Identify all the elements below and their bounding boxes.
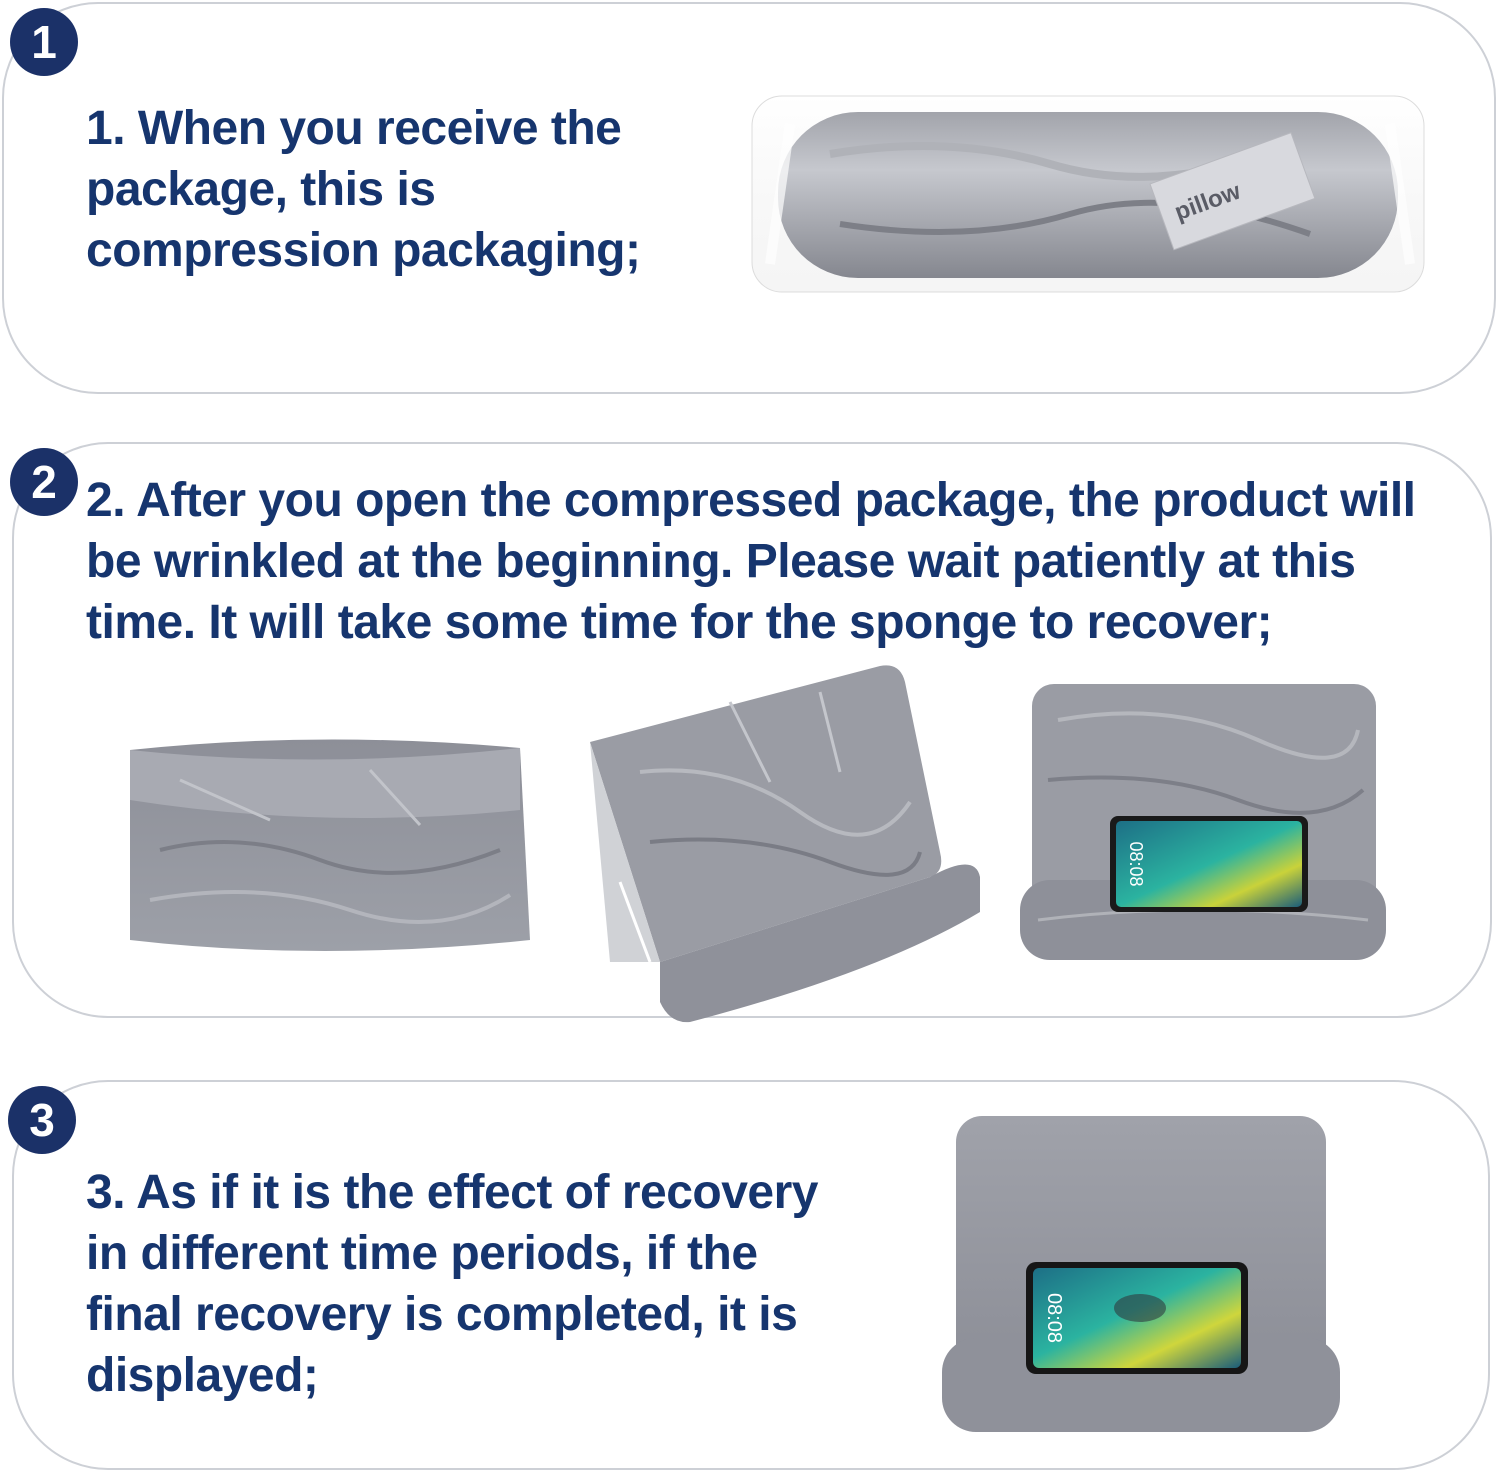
step-2-text: 2. After you open the compressed package… bbox=[86, 474, 1416, 649]
step-3-text: 3. As if it is the effect of recovery in… bbox=[86, 1166, 818, 1402]
step-3-badge: 3 bbox=[8, 1086, 76, 1154]
phone-time-text-small: 08:08 bbox=[1126, 841, 1146, 886]
wrinkled-pillow-folded-svg bbox=[130, 739, 530, 951]
step-1-badge: 1 bbox=[10, 8, 78, 76]
recovered-pillow-phone-image: 08:08 bbox=[940, 1112, 1340, 1434]
recovered-pillow-svg: 08:08 bbox=[942, 1116, 1340, 1432]
wrinkled-pillow-side-image bbox=[580, 662, 985, 1024]
phone-time-text: 08:08 bbox=[1043, 1293, 1065, 1343]
compressed-roll-package-image: pillow bbox=[750, 94, 1430, 294]
wrinkled-pillow-side-svg bbox=[590, 665, 980, 1023]
wrinkled-pillow-front-svg: 08:08 bbox=[1020, 684, 1386, 960]
step-2-badge: 2 bbox=[10, 448, 78, 516]
compressed-roll-svg: pillow bbox=[751, 95, 1425, 293]
wrinkled-pillow-folded-image bbox=[120, 730, 540, 965]
wrinkled-pillow-front-phone-image: 08:08 bbox=[1018, 680, 1388, 962]
step-1-text: 1. When you receive the package, this is… bbox=[86, 102, 641, 277]
